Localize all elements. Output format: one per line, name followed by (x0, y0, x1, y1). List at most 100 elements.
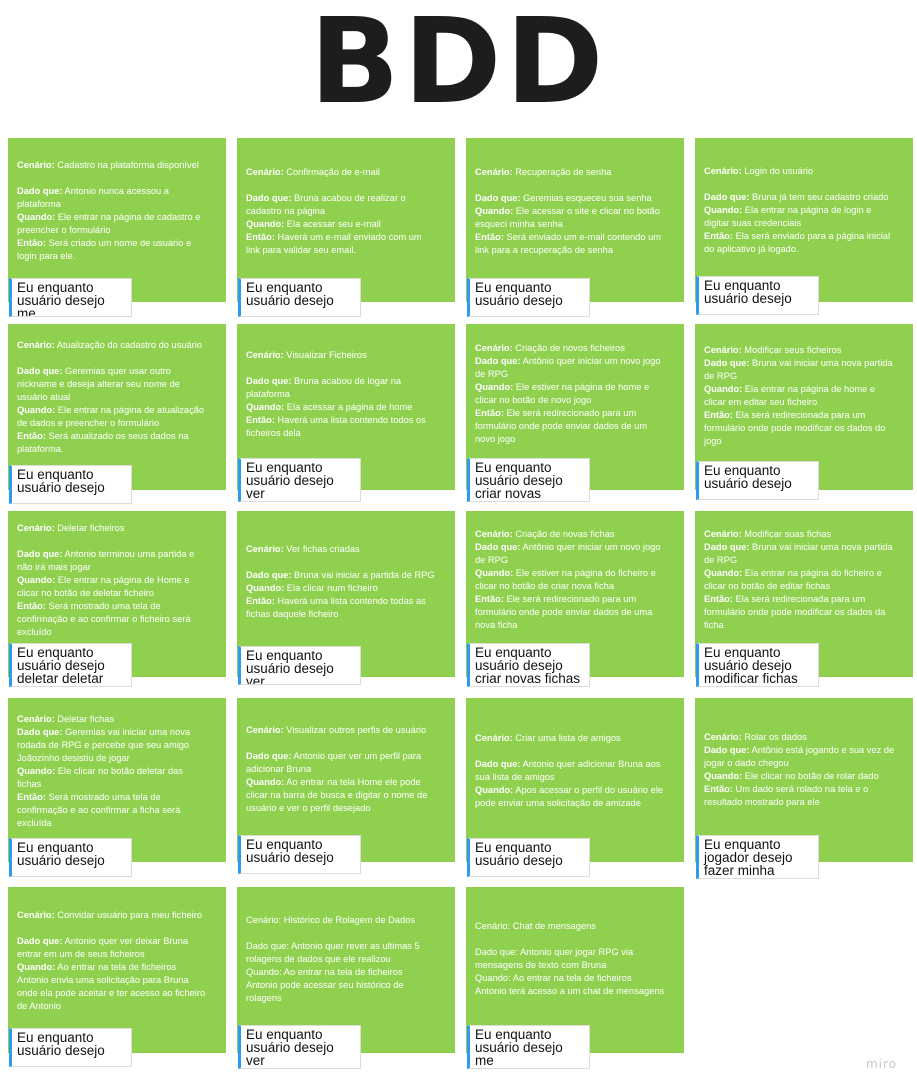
scenario-card[interactable]: Cenário: Atualização do cadastro do usuá… (8, 324, 226, 490)
scenario-text: Cenário: Atualização do cadastro do usuá… (17, 332, 218, 463)
note-line: comunicar com (475, 1067, 585, 1068)
keyword: Dado que: (704, 191, 750, 202)
scenario-line: clicar no botão de editar fichas (704, 581, 831, 591)
keyword-text: Bruna já tem seu cadastro criado (749, 191, 889, 202)
scenario-line: Dado que: Geremias quer usar outro (17, 365, 218, 378)
scenario-line: Dado que: Antônio quer iniciar um novo j… (475, 541, 676, 554)
note-line: Eu enquanto (246, 648, 323, 663)
note-line: Eu enquanto (17, 467, 94, 482)
keyword-text: Haverá uma lista contendo todos os (274, 414, 426, 425)
scenario-card[interactable]: Cenário: Visualizar outros perfis de usu… (237, 698, 455, 862)
keyword: Cenário: (475, 343, 513, 353)
scenario-line: de Antonio (17, 1000, 61, 1011)
scenario-line: clicar no botão de novo jogo (475, 395, 592, 405)
note-line: Eu enquanto (17, 1030, 94, 1045)
keyword-text: Ele será redirecionado para um (503, 594, 637, 604)
scenario-card[interactable]: Cenário: Cadastro na plataforma disponív… (8, 138, 226, 302)
keyword-text: Geremias quer usar outro (62, 366, 171, 376)
keyword-text: Antonio quer ver um perfil para (291, 751, 422, 761)
keyword-text: Ela acessar a página de home (284, 401, 413, 412)
keyword: Então: (704, 409, 733, 420)
scenario-line: Cenário: Atualização do cadastro do usuá… (17, 339, 218, 352)
keyword: Cenário: (475, 529, 513, 539)
scenario-line: Quando: Ele clicar no botão de rolar dad… (704, 770, 905, 783)
keyword-text: Ao entrar na tela de ficheiros (55, 961, 177, 972)
note-line: usuário desejo (17, 480, 105, 495)
scenario-line: link para a recuperação de senha (475, 244, 613, 255)
scenario-line: digitar suas credenciais (704, 217, 802, 228)
keyword: Quando: (475, 568, 514, 578)
note-line: Eu enquanto (17, 840, 94, 855)
keyword-text: Ele estiver na página de home e (513, 382, 650, 392)
keyword: Então: (17, 238, 46, 248)
keyword: Dado que: (704, 744, 750, 755)
keyword: Dado que: (246, 192, 292, 203)
scenario-line: plataforma. (17, 444, 64, 454)
keyword: Então: (704, 783, 733, 794)
scenario-line: Cenário: Deletar ficheiros (17, 522, 218, 535)
keyword: Quando: (704, 204, 743, 215)
scenario-line: Joãozinho desistiu de jogar (17, 752, 130, 763)
keyword-text: Modificar seus ficheiros (741, 344, 842, 355)
note-line: Eu enquanto (475, 840, 552, 855)
keyword: Então: (704, 594, 733, 604)
note-line: Eu enquanto (704, 463, 781, 478)
scenario-line: Cenário: Modificar seus ficheiros (704, 344, 905, 357)
note-line: o histórico de (246, 1067, 356, 1068)
keyword-text: Bruna vai iniciar uma nova partida (749, 542, 893, 552)
scenario-card[interactable]: Cenário: Convidar usuário para meu fiche… (8, 887, 226, 1053)
keyword: Quando: (704, 568, 743, 578)
keyword: Dado que: (246, 751, 292, 761)
scenario-line: plataforma (17, 199, 61, 209)
note-line: usuário desejo (704, 658, 792, 673)
note-line: Eu enquanto (475, 460, 552, 475)
scenario-line: Dado que: Bruna vai iniciar uma nova par… (704, 357, 905, 370)
scenario-line: Cenário: Visualizar Ficheiros (246, 349, 447, 362)
keyword-text: Deletar fichas (54, 713, 115, 724)
keyword: Cenário: (704, 165, 742, 176)
scenario-line: Quando: Ele estiver na página de home e (475, 381, 676, 394)
keyword: Então: (17, 791, 46, 802)
blank-line (17, 352, 218, 365)
keyword: Dado que: (17, 935, 63, 946)
note-line: usuário desejo (475, 473, 563, 488)
keyword: Quando: (475, 785, 514, 795)
scenario-line: Antonio envia uma solicitação para Bruna (17, 974, 189, 985)
keyword-text: Deletar ficheiros (54, 522, 125, 533)
board-title: BDD (309, 0, 608, 130)
keyword-text: Bruna acabou de realizar o (291, 192, 406, 203)
scenario-line: Cenário: Chat de mensagens (475, 921, 596, 931)
keyword: Dado que: (17, 726, 63, 737)
keyword-text: Modificar suas fichas (741, 529, 832, 539)
keyword: Cenário: (704, 344, 742, 355)
keyword-text: Ver fichas criadas (283, 543, 360, 554)
keyword-text: Um dado será rolado na tela e o (732, 783, 869, 794)
